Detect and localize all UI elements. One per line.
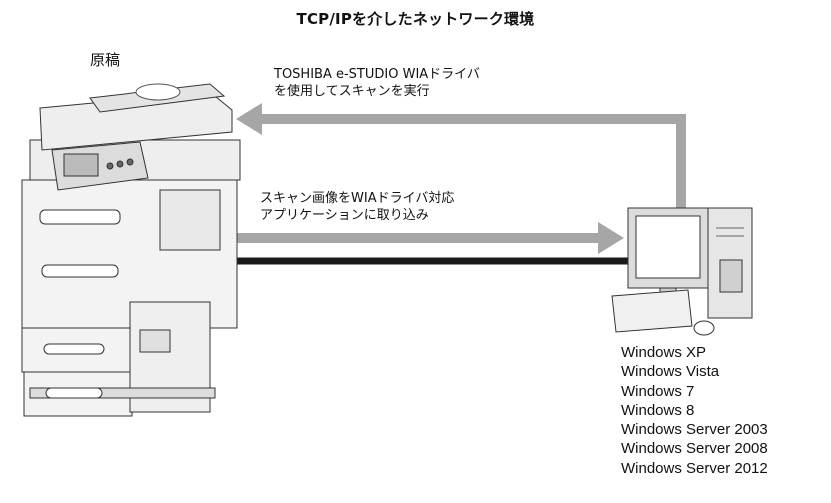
diagram-title: TCP/IPを介したネットワーク環境 [296, 10, 535, 28]
os-item: Windows Server 2003 [621, 421, 768, 439]
os-item: Windows Server 2012 [621, 459, 768, 477]
scan-request-note: TOSHIBA e-STUDIO WIAドライバ を使用してスキャンを実行 [274, 66, 480, 100]
original-document-label: 原稿 [90, 51, 121, 69]
image-transfer-note-line-1: スキャン画像をWIAドライバ対応 [260, 191, 455, 206]
scan-request-note-line-1: TOSHIBA e-STUDIO WIAドライバ [274, 67, 480, 82]
os-item: Windows 8 [621, 401, 695, 419]
scan-request-note-line-2: を使用してスキャンを実行 [274, 84, 430, 99]
supported-os-list: Windows XP Windows Vista Windows 7 Windo… [621, 343, 768, 478]
image-transfer-note-line-2: アプリケーションに取り込み [260, 208, 429, 223]
multifunction-printer-icon [21, 83, 241, 417]
scan-request-arrow [236, 103, 686, 218]
os-item: Windows 7 [621, 382, 695, 400]
desktop-computer-icon [611, 207, 753, 336]
os-item: Windows XP [621, 344, 707, 361]
image-transfer-note: スキャン画像をWIAドライバ対応 アプリケーションに取り込み [260, 190, 454, 224]
os-item: Windows Vista [621, 363, 720, 381]
os-item: Windows Server 2008 [621, 440, 768, 458]
